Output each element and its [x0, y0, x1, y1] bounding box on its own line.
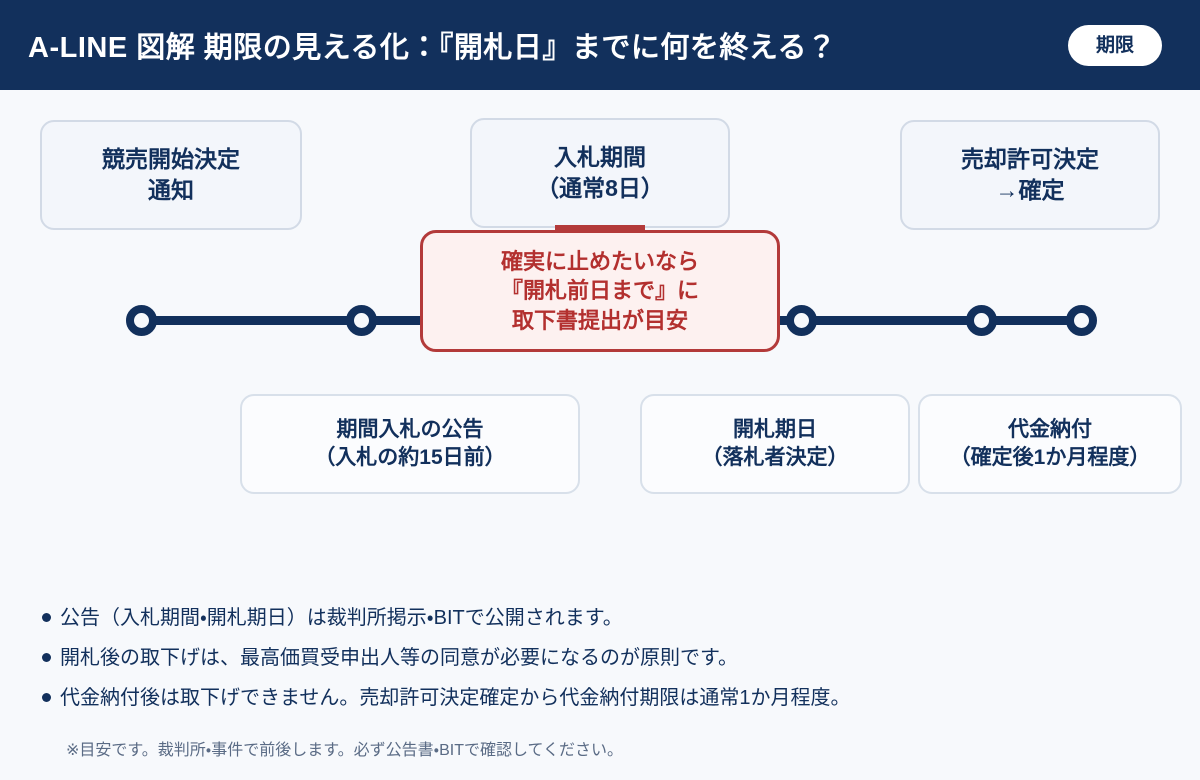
note-item: 公告（入札期間・開札期日）は裁判所掲示・BITで公開されます。 — [42, 604, 1162, 633]
stage-card-auction-start[interactable]: 競売開始決定 通知 — [40, 120, 302, 230]
stage-card-public-notice[interactable]: 期間入札の公告 （入札の約15日前） — [240, 394, 580, 494]
note-text: 開札後の取下げは、最高価買受申出人等の同意が必要になるのが原則です。 — [60, 647, 738, 669]
bullet-icon — [42, 613, 51, 622]
stage-card-bid-opening[interactable]: 開札期日 （落札者決定） — [640, 394, 910, 494]
page-title: A-LINE 図解 期限の見える化：『開札日』までに何を終える？ — [28, 32, 837, 64]
note-item: 代金納付後は取下げできません。売却許可決定確定から代金納付期限は通常1か月程度。 — [42, 684, 1162, 713]
note-text: 代金納付後は取下げできません。売却許可決定確定から代金納付期限は通常1か月程度。 — [60, 687, 851, 709]
timeline-node-2 — [346, 305, 377, 336]
note-text: 公告（入札期間・開札期日）は裁判所掲示・BITで公開されます。 — [60, 607, 623, 629]
stage-card-line1: 期間入札の公告 — [336, 417, 484, 441]
notes-list: 公告（入札期間・開札期日）は裁判所掲示・BITで公開されます。 開札後の取下げは… — [42, 604, 1162, 724]
stage-card-bid-period[interactable]: 入札期間 （通常8日） — [470, 118, 730, 228]
warning-callout-line3: 取下書提出が目安 — [511, 307, 688, 333]
stage-card-sale-permission[interactable]: 売却許可決定 →確定 — [900, 120, 1160, 230]
stage-card-payment[interactable]: 代金納付 （確定後1か月程度） — [918, 394, 1182, 494]
timeline-node-3 — [786, 305, 817, 336]
timeline-node-1 — [126, 305, 157, 336]
warning-callout: 確実に止めたいなら 『開札前日まで』に 取下書提出が目安 — [420, 230, 780, 352]
stage-card-line1: 入札期間 — [553, 143, 646, 170]
stage-card-line2: （確定後1か月程度） — [949, 446, 1151, 469]
status-badge: 期限 — [1067, 24, 1162, 66]
timeline-node-4 — [966, 305, 997, 336]
stage-card-line1: 競売開始決定 — [102, 145, 240, 172]
stage-card-line2: 通知 — [148, 177, 194, 203]
note-item: 開札後の取下げは、最高価買受申出人等の同意が必要になるのが原則です。 — [42, 644, 1162, 673]
warning-callout-line1: 確実に止めたいなら — [500, 249, 699, 275]
warning-callout-line2: 『開札前日まで』に — [500, 278, 699, 304]
timeline-node-5 — [1066, 305, 1097, 336]
bullet-icon — [42, 653, 51, 662]
stage-card-line2: （通常8日） — [536, 175, 664, 201]
timeline-diagram: 競売開始決定 通知 入札期間 （通常8日） 売却許可決定 →確定 確実に止めたい… — [0, 90, 1200, 560]
stage-card-line2: （落札者決定） — [701, 446, 849, 469]
stage-card-line1: 開札期日 — [733, 417, 817, 441]
stage-card-line1: 代金納付 — [1008, 417, 1092, 441]
footnote-text: ※目安です。裁判所・事件で前後します。必ず公告書・BITで確認してください。 — [66, 742, 624, 759]
bullet-icon — [42, 693, 51, 702]
stage-card-line1: 売却許可決定 — [961, 145, 1099, 172]
stage-card-line2: （入札の約15日前） — [314, 446, 506, 469]
page-header: A-LINE 図解 期限の見える化：『開札日』までに何を終える？ 期限 — [0, 0, 1200, 90]
stage-card-line2: →確定 — [995, 177, 1065, 203]
